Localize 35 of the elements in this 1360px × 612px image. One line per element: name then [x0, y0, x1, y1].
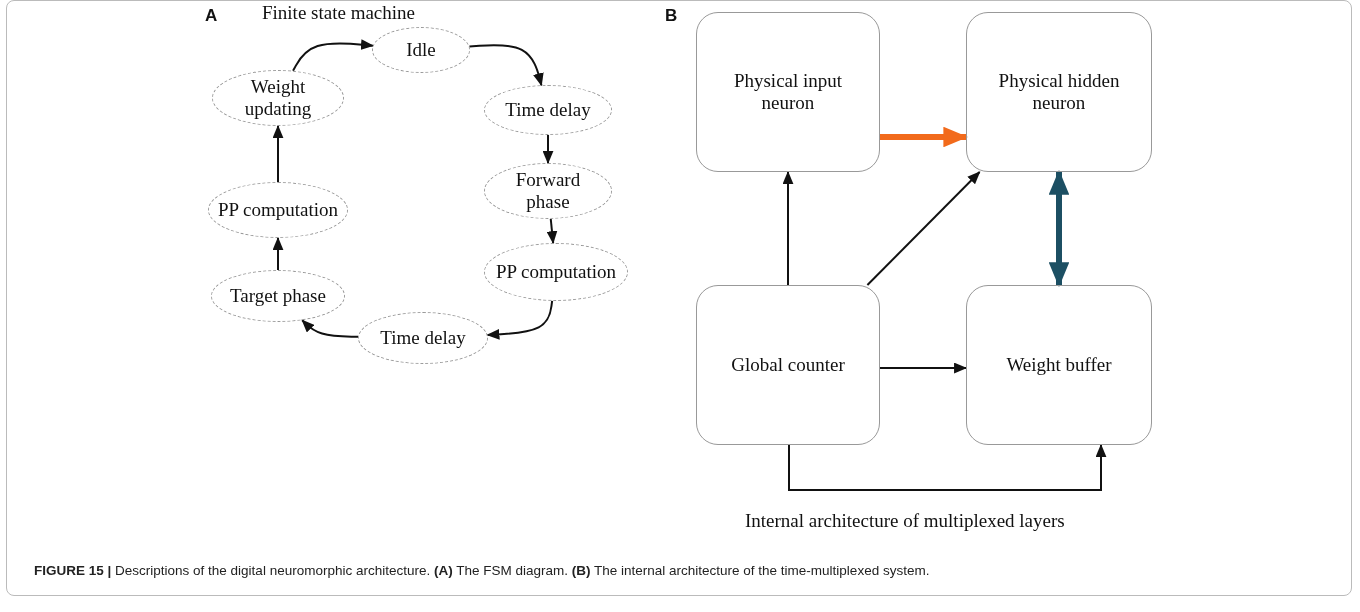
arrow	[788, 443, 1107, 491]
node-label: Idle	[406, 39, 436, 61]
arrow	[272, 124, 284, 183]
arrow	[866, 171, 981, 286]
node-label: Weight buffer	[1006, 354, 1112, 376]
node-label: Target phase	[230, 285, 326, 307]
panel-title: Internal architecture of multiplexed layers	[745, 510, 1065, 532]
arrow	[301, 319, 360, 338]
arrow	[542, 134, 554, 165]
node-label: Time delay	[505, 99, 591, 121]
node-label: Weight updating	[243, 76, 313, 120]
arrow	[879, 362, 968, 374]
block-box	[696, 12, 880, 172]
arrow	[1048, 169, 1070, 288]
arrow	[468, 44, 544, 87]
panel-letter: A	[205, 6, 218, 26]
node-label: Physical input neuron	[732, 70, 844, 114]
panel-letter: B	[665, 6, 678, 26]
arrow	[486, 299, 554, 340]
node-label: Physical hidden neuron	[997, 70, 1121, 114]
node-label: Forward phase	[514, 169, 582, 213]
panel-title: Finite state machine	[262, 2, 415, 24]
block-box	[696, 285, 880, 445]
arrow	[546, 217, 558, 245]
node-label: PP computation	[495, 261, 617, 283]
arrow	[880, 126, 969, 148]
arrow	[292, 39, 374, 72]
figure-caption: FIGURE 15 | Descriptions of the digital neuromorphic architecture. (A) The FSM diagram. (B) The internal architecture of the time-multiplexed system.	[34, 563, 930, 578]
arrow	[272, 236, 284, 271]
block-box	[966, 12, 1152, 172]
arrow	[782, 170, 794, 286]
node-label: PP computation	[217, 199, 339, 221]
node-label: Global counter	[731, 354, 845, 376]
block-box	[966, 285, 1152, 445]
node-label: Time delay	[380, 327, 466, 349]
